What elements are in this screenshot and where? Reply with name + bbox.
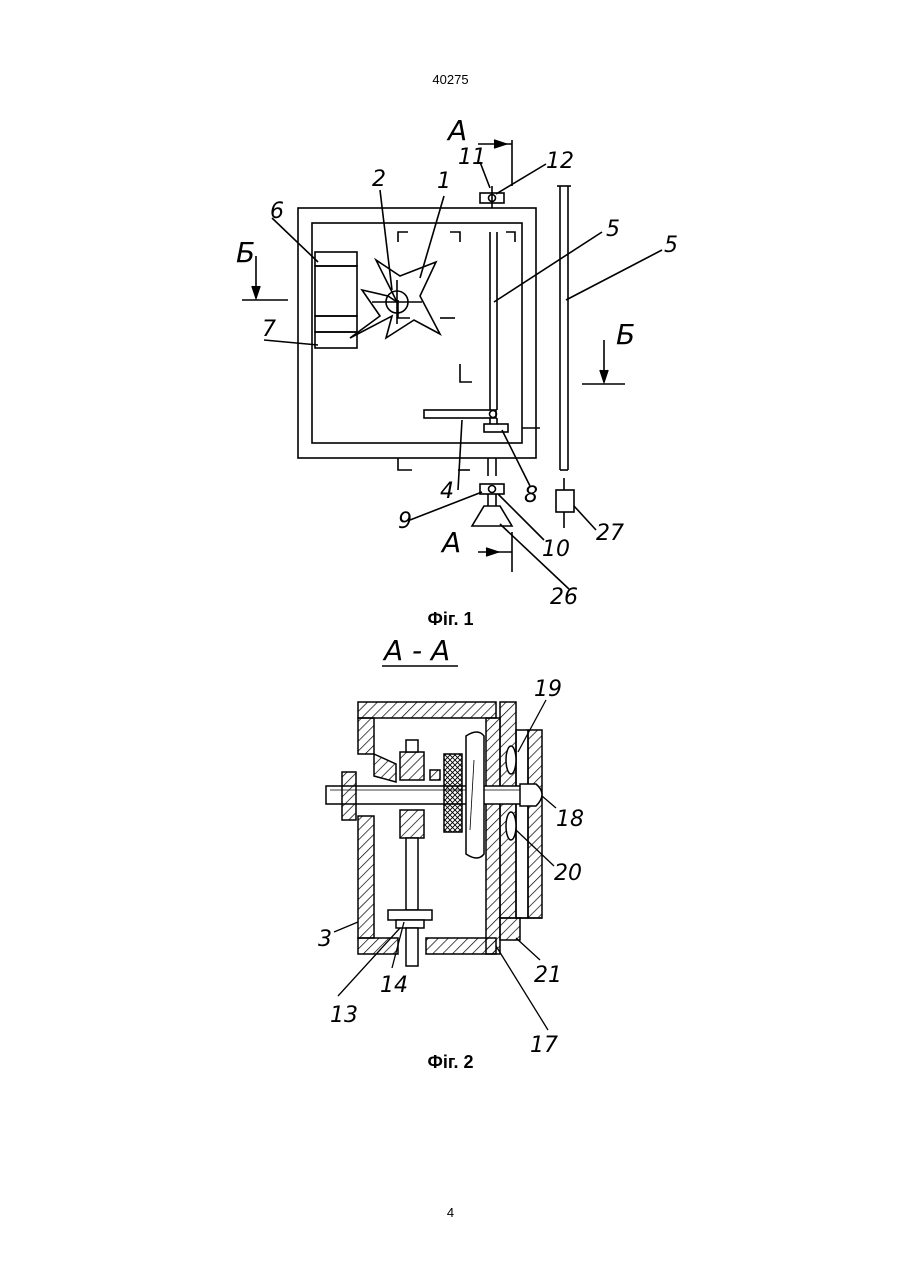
ref-label-8: 8	[524, 483, 538, 508]
ref-label-5-inner: 5	[606, 217, 620, 242]
ref-label-11: 11	[458, 145, 486, 170]
ref-label-20: 20	[554, 861, 582, 886]
ref-label-27: 27	[596, 521, 624, 546]
ref-label-1: 1	[437, 169, 451, 194]
figure-2-caption: Фіг. 2	[0, 1052, 901, 1073]
ref-label-10: 10	[542, 537, 570, 562]
ref-label-21: 21	[534, 963, 562, 988]
ref-label-13: 13	[330, 1003, 358, 1028]
figure-1-caption: Фіг. 1	[0, 609, 901, 630]
ref-label-2: 2	[372, 167, 386, 192]
ref-label-26: 26	[550, 585, 578, 610]
ref-label-3: 3	[318, 927, 332, 952]
figure-2-drawing	[326, 666, 556, 1030]
section-mark-b-right: Б	[616, 318, 635, 351]
ref-label-19: 19	[534, 677, 562, 702]
ref-label-12: 12	[546, 149, 574, 174]
section-mark-a-top: А	[446, 114, 467, 147]
ref-label-4: 4	[440, 479, 454, 504]
section-title: А - А	[382, 634, 450, 667]
section-mark-b-left: Б	[236, 236, 255, 269]
ref-label-6: 6	[270, 199, 284, 224]
section-mark-a-bottom: А	[440, 526, 461, 559]
ref-label-18: 18	[556, 807, 584, 832]
ref-label-7: 7	[262, 317, 276, 342]
ref-label-14: 14	[380, 973, 408, 998]
ref-label-5-outer: 5	[664, 233, 678, 258]
figure-1-labels: А А Б Б 1 2 4 5 5 6 7 8 9 10 11 12 26 27	[236, 114, 678, 610]
ref-label-9: 9	[398, 509, 412, 534]
page-number: 4	[0, 1205, 901, 1220]
